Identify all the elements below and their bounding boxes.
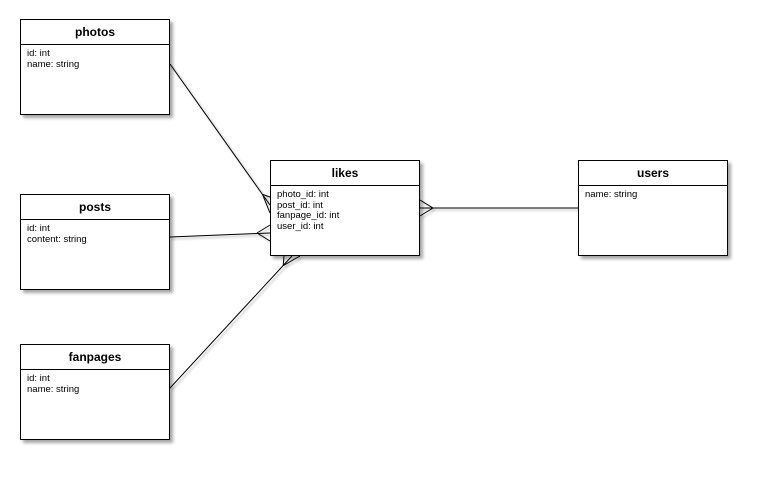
entity-field: name: string — [27, 58, 80, 70]
entity-field: photo_id: int — [277, 189, 329, 200]
entity-field: id: int — [27, 223, 50, 234]
connector-photos-likes[interactable] — [169, 63, 271, 214]
connector-users-likes[interactable] — [419, 199, 578, 217]
entity-likes[interactable]: likes photo_id: int post_id: int fanpage… — [270, 160, 420, 256]
entity-title: photos — [21, 20, 169, 45]
entity-field: id: int — [27, 48, 50, 59]
entity-field: name: string — [585, 189, 638, 200]
entity-photos[interactable]: photos id: int name: string — [20, 19, 170, 115]
entity-field: user_id: int — [277, 220, 324, 232]
entity-field: id: int — [27, 373, 50, 384]
entity-title: fanpages — [21, 345, 169, 370]
entity-title: users — [579, 161, 727, 186]
connector-fanpages-likes[interactable] — [169, 255, 301, 389]
entity-title: likes — [271, 161, 419, 186]
crow-foot-many-marker — [419, 199, 434, 217]
entity-fields: name: string — [579, 186, 727, 201]
entity-fields: id: int name: string — [21, 45, 169, 70]
connector-line — [169, 232, 271, 238]
entity-field: post_id: int — [277, 199, 323, 211]
entity-users[interactable]: users name: string — [578, 160, 728, 256]
crow-foot-many-marker — [282, 255, 301, 267]
entity-fields: id: int name: string — [21, 370, 169, 395]
entity-posts[interactable]: posts id: int content: string — [20, 194, 170, 290]
entity-title: posts — [21, 195, 169, 220]
crow-foot-many-marker — [256, 224, 271, 242]
entity-field: name: string — [27, 383, 80, 395]
entity-fanpages[interactable]: fanpages id: int name: string — [20, 344, 170, 440]
connector-line — [169, 255, 293, 389]
entity-field: fanpage_id: int — [277, 210, 340, 222]
entity-fields: photo_id: int post_id: int fanpage_id: i… — [271, 186, 419, 232]
crow-foot-many-marker — [262, 193, 271, 214]
entity-field: content: string — [27, 233, 87, 245]
entity-fields: id: int content: string — [21, 220, 169, 245]
connector-line — [169, 63, 271, 206]
connector-posts-likes[interactable] — [169, 224, 271, 242]
